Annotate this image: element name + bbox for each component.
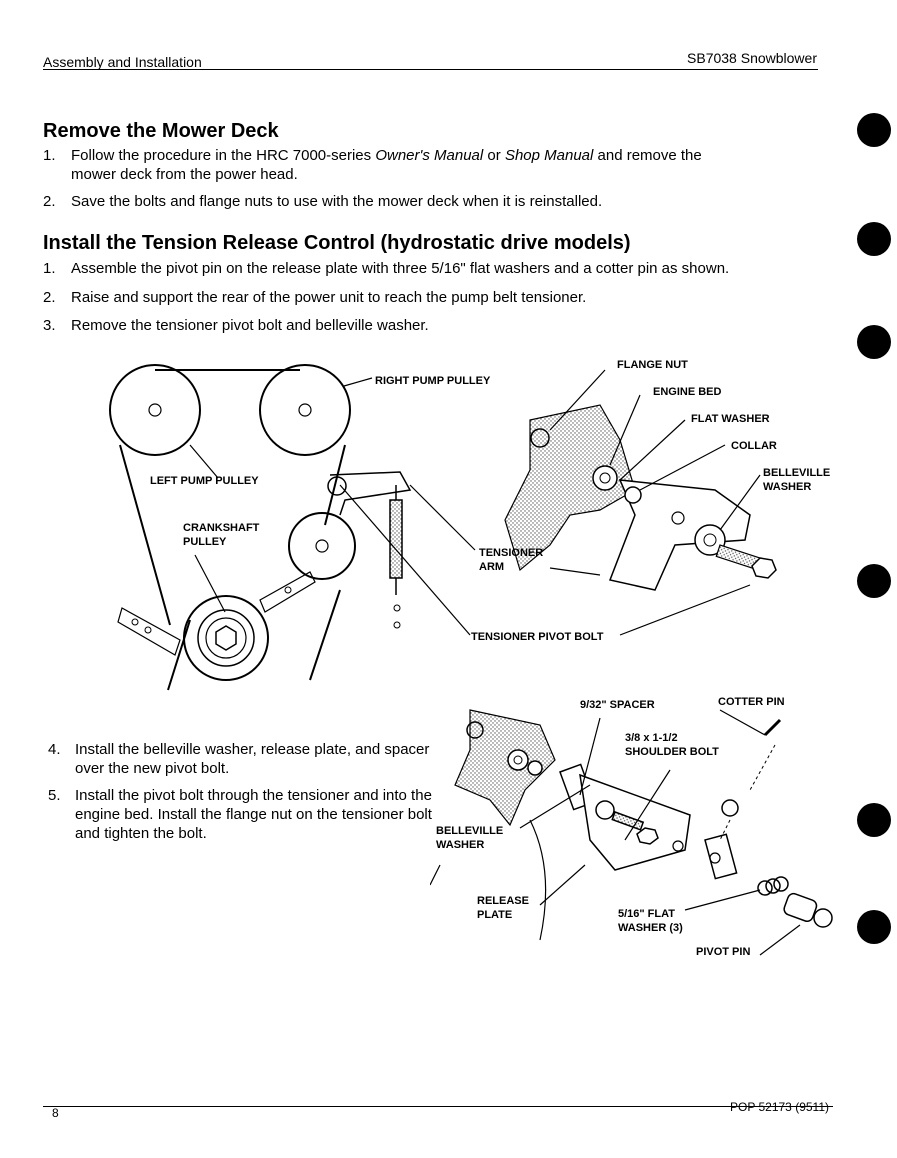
label-release-plate: RELEASE bbox=[477, 895, 529, 907]
binder-hole-marker bbox=[857, 113, 891, 147]
section-title-install-tension-release: Install the Tension Release Control (hyd… bbox=[43, 232, 631, 254]
label-shoulder-bolt: 3/8 x 1-1/2 bbox=[625, 732, 678, 744]
binder-hole-marker bbox=[857, 910, 891, 944]
header-model: SB7038 Snowblower bbox=[687, 50, 817, 66]
header-rule bbox=[43, 69, 818, 70]
release-plate-assembly-diagram bbox=[430, 709, 833, 956]
label-belleville-washer-line2: WASHER bbox=[436, 839, 485, 851]
label-right-pump-pulley: RIGHT PUMP PULLEY bbox=[375, 375, 491, 387]
binder-hole-marker bbox=[857, 803, 891, 837]
label-shoulder-bolt-line2: SHOULDER BOLT bbox=[625, 746, 719, 758]
section-title-remove-mower-deck: Remove the Mower Deck bbox=[43, 120, 279, 142]
label-flat-washer: FLAT WASHER bbox=[691, 413, 770, 425]
label-engine-bed: ENGINE BED bbox=[653, 386, 722, 398]
label-belleville-washer: BELLEVILLE bbox=[763, 467, 831, 479]
label-flat-washer: 5/16" FLAT bbox=[618, 908, 675, 920]
label-collar: COLLAR bbox=[731, 440, 777, 452]
belt-tensioner-diagram bbox=[109, 364, 777, 691]
page-number: 8 bbox=[52, 1106, 59, 1120]
header-section-title: Assembly and Installation bbox=[43, 54, 202, 70]
label-release-plate-line2: PLATE bbox=[477, 909, 513, 921]
binder-hole-marker bbox=[857, 222, 891, 256]
label-spacer: 9/32" SPACER bbox=[580, 699, 655, 711]
binder-hole-marker bbox=[857, 564, 891, 598]
label-cotter-pin: COTTER PIN bbox=[718, 696, 785, 708]
document-code: POP 52173 (9511) bbox=[730, 1100, 829, 1114]
label-crankshaft-pulley-line2: PULLEY bbox=[183, 536, 227, 548]
label-belleville-washer: BELLEVILLE bbox=[436, 825, 504, 837]
label-crankshaft-pulley: CRANKSHAFT bbox=[183, 522, 260, 534]
label-belleville-washer-line2: WASHER bbox=[763, 481, 812, 493]
label-flat-washer-line2: WASHER (3) bbox=[618, 922, 683, 934]
label-left-pump-pulley: LEFT PUMP PULLEY bbox=[150, 475, 259, 487]
binder-hole-marker bbox=[857, 325, 891, 359]
label-pivot-pin: PIVOT PIN bbox=[696, 946, 751, 958]
label-flange-nut: FLANGE NUT bbox=[617, 359, 688, 371]
label-tensioner-arm-line2: ARM bbox=[479, 561, 505, 573]
footer-rule bbox=[43, 1106, 833, 1107]
label-tensioner-pivot-bolt: TENSIONER PIVOT BOLT bbox=[471, 631, 604, 643]
label-tensioner-arm: TENSIONER bbox=[479, 547, 544, 559]
